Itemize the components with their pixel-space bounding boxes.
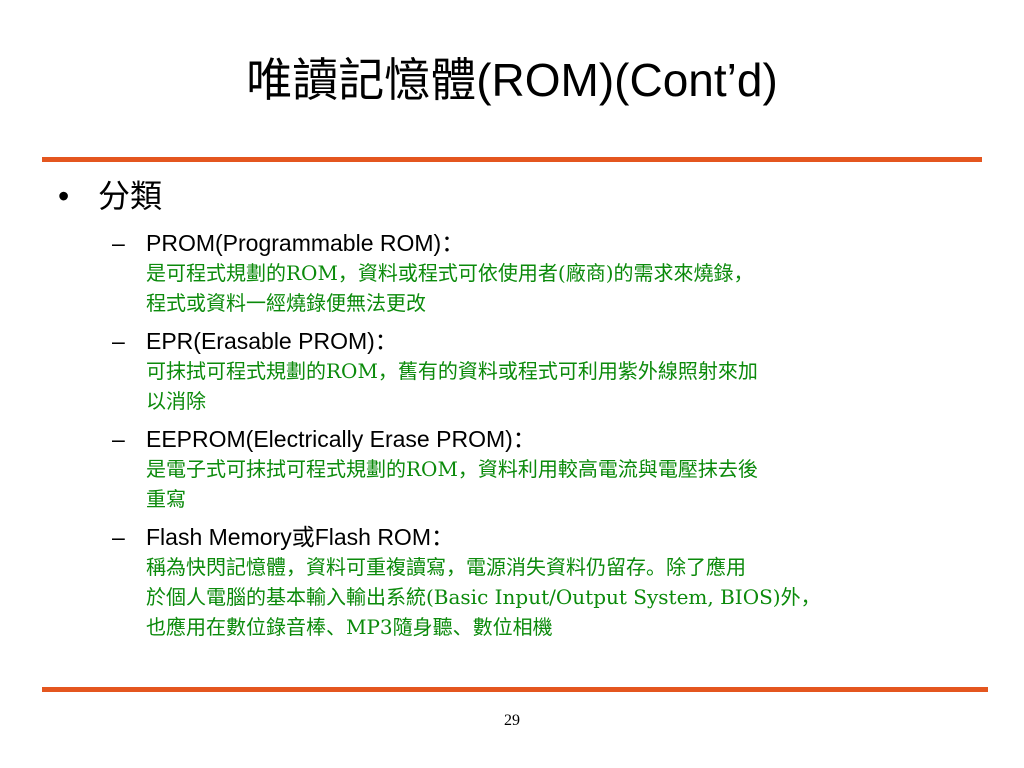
bullet-dot: •	[58, 178, 70, 214]
rom-type-list: –PROM(Programmable ROM)： 是可程式規劃的ROM，資料或程…	[112, 228, 1024, 650]
description-line: 是可程式規劃的ROM，資料或程式可依使用者(廠商)的需求來燒錄，	[146, 261, 754, 285]
item-description: 可抹拭可程式規劃的ROM，舊有的資料或程式可利用紫外線照射來加 以消除	[146, 356, 1024, 416]
item-heading: EEPROM(Electrically Erase PROM)：	[146, 426, 536, 452]
description-line: 也應用在數位錄音棒、MP3隨身聽、數位相機	[146, 615, 553, 639]
item-description: 稱為快閃記憶體，資料可重複讀寫，電源消失資料仍留存。除了應用 於個人電腦的基本輸…	[146, 552, 1024, 642]
description-line: 是電子式可抹拭可程式規劃的ROM，資料利用較高電流與電壓抹去後	[146, 457, 758, 481]
list-item-flash: –Flash Memory或Flash ROM： 稱為快閃記憶體，資料可重複讀寫…	[112, 522, 1024, 642]
bullet-classification: • 分類	[58, 175, 162, 217]
item-description: 是可程式規劃的ROM，資料或程式可依使用者(廠商)的需求來燒錄， 程式或資料一經…	[146, 258, 1024, 318]
dash-marker: –	[112, 328, 125, 354]
description-line: 於個人電腦的基本輸入輸出系統(Basic Input/Output System…	[146, 585, 821, 609]
title-divider-top	[42, 157, 982, 162]
dash-marker: –	[112, 230, 125, 256]
item-description: 是電子式可抹拭可程式規劃的ROM，資料利用較高電流與電壓抹去後 重寫	[146, 454, 1024, 514]
description-line: 稱為快閃記憶體，資料可重複讀寫，電源消失資料仍留存。除了應用	[146, 555, 746, 579]
list-item-epr: –EPR(Erasable PROM)： 可抹拭可程式規劃的ROM，舊有的資料或…	[112, 326, 1024, 416]
description-line: 程式或資料一經燒錄便無法更改	[146, 291, 426, 315]
page-number: 29	[504, 712, 520, 729]
list-item-prom: –PROM(Programmable ROM)： 是可程式規劃的ROM，資料或程…	[112, 228, 1024, 318]
footer-divider	[42, 687, 988, 692]
description-line: 重寫	[146, 487, 186, 511]
item-heading: PROM(Programmable ROM)：	[146, 230, 465, 256]
list-item-eeprom: –EEPROM(Electrically Erase PROM)： 是電子式可抹…	[112, 424, 1024, 514]
item-heading: EPR(Erasable PROM)：	[146, 328, 398, 354]
dash-marker: –	[112, 426, 125, 452]
slide-title: 唯讀記憶體(ROM)(Cont’d)	[246, 54, 778, 106]
dash-marker: –	[112, 524, 125, 550]
item-heading: Flash Memory或Flash ROM：	[146, 524, 454, 550]
description-line: 可抹拭可程式規劃的ROM，舊有的資料或程式可利用紫外線照射來加	[146, 359, 758, 383]
description-line: 以消除	[146, 389, 206, 413]
bullet-label: 分類	[98, 178, 163, 214]
